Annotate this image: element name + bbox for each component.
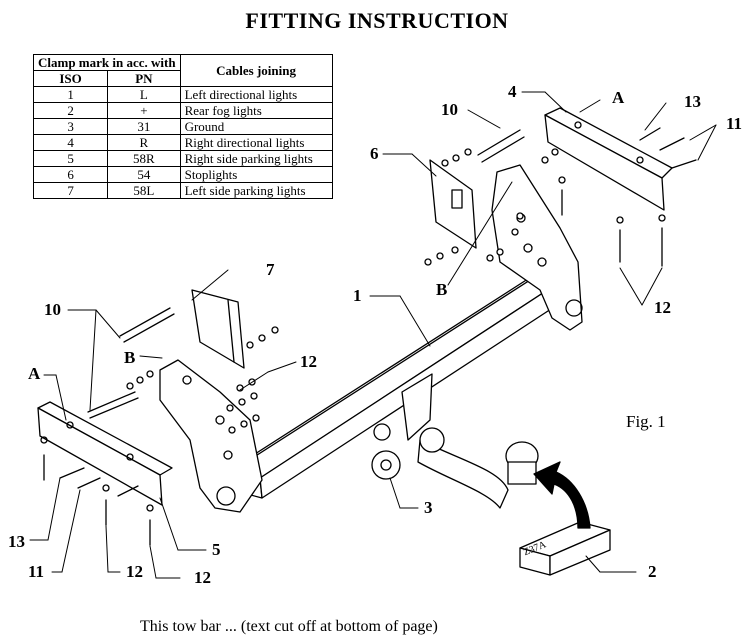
washers-nuts <box>126 148 559 434</box>
left-bracket <box>159 359 263 513</box>
label-b-left: B <box>124 348 136 367</box>
plate-part-7 <box>191 289 245 369</box>
label-part-5: 5 <box>212 540 221 559</box>
label-part-6: 6 <box>370 144 379 163</box>
right-bracket <box>491 164 583 331</box>
leader-lines <box>29 91 717 579</box>
desc-cell: Right directional lights <box>179 134 333 151</box>
left-mounting-plate <box>37 401 173 506</box>
vertical-bolts <box>40 176 666 546</box>
plate-part-6 <box>429 159 477 249</box>
label-b-right: B <box>436 280 448 299</box>
label-part-1: 1 <box>353 286 362 305</box>
pn-cell: 58L <box>107 182 181 199</box>
clamp-mark-table: Clamp mark in acc. with Cables joining I… <box>32 54 333 199</box>
label-part-12-bottom-2: 12 <box>194 568 211 587</box>
label-part-11-left: 11 <box>28 562 45 581</box>
page-title: FITTING INSTRUCTION <box>245 8 509 33</box>
footer-text: This tow bar ... (text cut off at bottom… <box>140 618 438 635</box>
desc-cell: Stoplights <box>179 166 333 183</box>
label-part-2: 2 <box>648 562 657 581</box>
figure-label: Fig. 1 <box>626 412 666 431</box>
label-part-10-top: 10 <box>441 100 458 119</box>
table-row: 5 58R Right side parking lights <box>32 150 333 167</box>
table-row: 7 58L Left side parking lights <box>32 182 333 199</box>
tow-ball <box>371 373 539 509</box>
table-row: 2 + Rear fog lights <box>32 102 333 119</box>
desc-cell: Left side parking lights <box>179 182 333 199</box>
long-bolts <box>87 129 525 419</box>
label-a-left: A <box>28 364 41 383</box>
label-part-13-right: 13 <box>684 92 701 111</box>
right-mounting-plate <box>544 107 673 211</box>
label-a-right: A <box>612 88 625 107</box>
short-bolts <box>59 127 697 497</box>
label-part-4: 4 <box>508 82 517 101</box>
label-part-12-right: 12 <box>654 298 671 317</box>
label-part-7: 7 <box>266 260 275 279</box>
label-part-10-left: 10 <box>44 300 61 319</box>
desc-cell: Rear fog lights <box>179 102 333 119</box>
header-cables-joining: Cables joining <box>179 54 333 87</box>
header-clamp-mark: Clamp mark in acc. with <box>33 54 181 71</box>
label-part-3: 3 <box>424 498 433 517</box>
table-row: 4 R Right directional lights <box>32 134 333 151</box>
table-row: 6 54 Stoplights <box>32 166 333 183</box>
label-part-11-right: 11 <box>726 114 743 133</box>
desc-cell: Right side parking lights <box>179 150 333 167</box>
electrical-box <box>519 521 611 576</box>
curved-arrow <box>533 461 591 529</box>
label-part-12-mid: 12 <box>300 352 317 371</box>
label-part-13-left: 13 <box>8 532 25 551</box>
pn-cell: 31 <box>107 118 181 135</box>
table-row: 3 31 Ground <box>32 118 333 135</box>
label-part-12-bottom-1: 12 <box>126 562 143 581</box>
